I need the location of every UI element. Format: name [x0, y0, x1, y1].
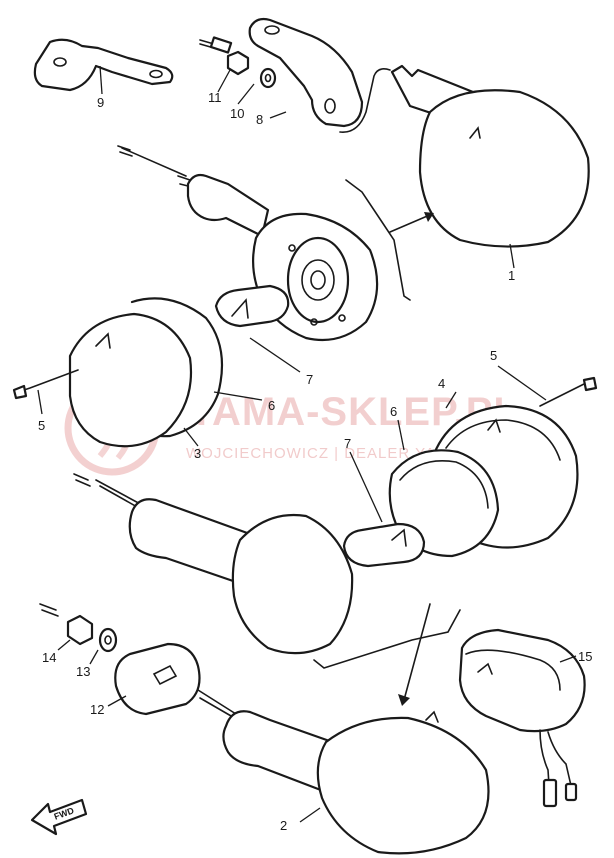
part-8-stay-bracket: 8 [248, 17, 391, 133]
part-15-housing: 15 [458, 628, 592, 808]
callout-9: 9 [97, 95, 104, 110]
callout-6-left: 6 [268, 398, 275, 413]
flasher-body-upper: 7 [117, 145, 379, 387]
callout-15: 15 [578, 649, 592, 664]
bulb-7-lower [342, 522, 426, 568]
callout-3: 3 [194, 446, 201, 461]
part-9-bracket: 9 [33, 38, 174, 110]
callout-11: 11 [208, 90, 222, 105]
callout-8: 8 [256, 112, 263, 127]
assembly-bracket-upper [345, 179, 434, 301]
callout-4: 4 [438, 376, 445, 391]
watermark-subtitle: WOJCIECHOWICZ | DEALER YAMAHA [186, 445, 483, 462]
callout-5-left: 5 [38, 418, 45, 433]
fwd-arrow: FWD [30, 798, 88, 836]
callout-13: 13 [76, 664, 90, 679]
part-3-lens-left: 3 6 5 [12, 297, 275, 461]
callout-7-lower: 7 [344, 436, 351, 451]
callout-1: 1 [508, 268, 515, 283]
callout-10: 10 [230, 106, 244, 121]
part-10-11-nut-washer: 11 10 [199, 36, 277, 121]
callout-14: 14 [42, 650, 56, 665]
part-1-flasher-assembly: 1 [390, 64, 590, 283]
part-4-lens-right: 5 4 6 7 [342, 348, 598, 568]
flasher-body-middle [73, 473, 354, 655]
callout-2: 2 [280, 818, 287, 833]
assembly-bracket-lower [313, 603, 461, 706]
callout-12: 12 [90, 702, 104, 717]
part-12-13-14-fasteners: 14 13 12 [39, 603, 201, 717]
callout-5-right: 5 [490, 348, 497, 363]
part-2-flasher-assembly: 2 [197, 689, 490, 855]
callout-6-right: 6 [390, 404, 397, 419]
bulb-7-upper [214, 284, 290, 328]
callout-7-upper: 7 [306, 372, 313, 387]
